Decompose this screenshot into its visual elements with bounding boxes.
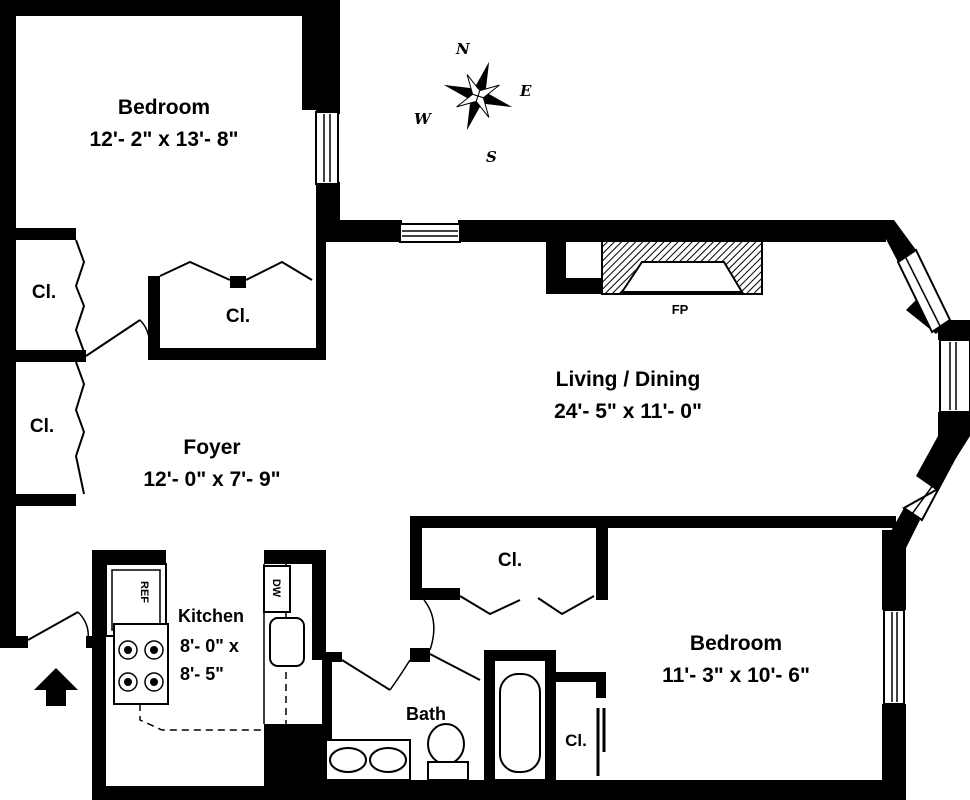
- living-name: Living / Dining: [556, 368, 701, 391]
- fireplace: [601, 239, 763, 295]
- kitchen-dims-1: 8'- 0" x: [180, 636, 239, 656]
- compass-e-label: E: [519, 82, 532, 100]
- bedroom-top-name: Bedroom: [118, 96, 210, 119]
- closet-hall-label: Cl.: [498, 550, 522, 571]
- compass-w-label: W: [414, 110, 433, 128]
- dishwasher-label: DW: [270, 579, 282, 598]
- doors: [27, 239, 606, 776]
- closet-top-left-label: Cl.: [32, 282, 56, 303]
- windows: [315, 111, 970, 705]
- bath-name: Bath: [406, 704, 446, 724]
- bath-fixtures: [325, 659, 547, 781]
- stove-burners: [118, 640, 164, 692]
- bedroom-bottom-dims: 11'- 3" x 10'- 6": [662, 664, 810, 687]
- fireplace-label: FP: [672, 302, 689, 317]
- kitchen-fixtures: [105, 563, 305, 731]
- closet-top-center-label: Cl.: [226, 306, 250, 327]
- refrigerator-label: REF: [138, 581, 150, 603]
- foyer-name: Foyer: [183, 436, 240, 459]
- foyer-dims: 12'- 0" x 7'- 9": [143, 468, 280, 491]
- bedroom-top-dims: 12'- 2" x 13'- 8": [90, 128, 239, 151]
- kitchen-name: Kitchen: [178, 606, 244, 626]
- kitchen-dims-2: 8'- 5": [180, 664, 224, 684]
- bedroom-bottom-name: Bedroom: [690, 632, 782, 655]
- closet-foyer-left-label: Cl.: [30, 416, 54, 437]
- compass-s-label: S: [486, 148, 497, 166]
- compass-rose-icon: [443, 61, 513, 131]
- closet-bedroom-bottom-label: Cl.: [565, 731, 587, 750]
- entry-arrow-icon: [34, 668, 78, 706]
- living-dims: 24'- 5" x 11'- 0": [554, 400, 702, 423]
- compass-n-label: N: [455, 40, 471, 58]
